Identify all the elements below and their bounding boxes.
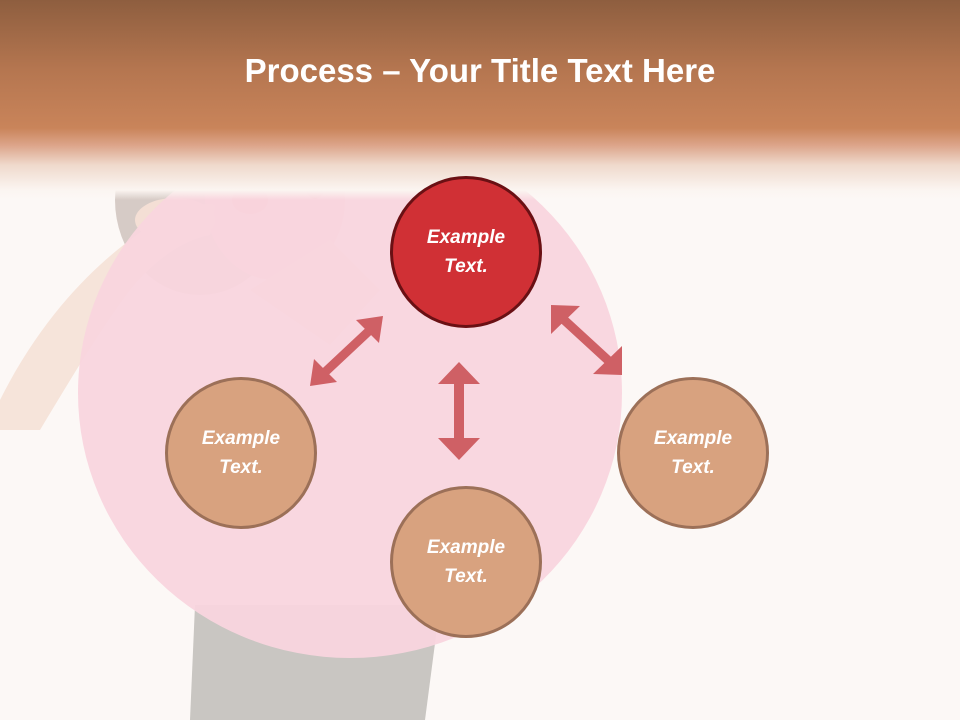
node-bottom-line2: Text.: [444, 566, 488, 587]
node-left-line1: Example: [201, 428, 281, 449]
node-right-line2: Text.: [671, 457, 715, 478]
node-right[interactable]: Example Text.: [617, 377, 769, 529]
title-bold: Process: [244, 52, 374, 89]
background-circle: [78, 128, 622, 658]
node-right-line1: Example: [653, 428, 733, 449]
node-bottom[interactable]: Example Text.: [390, 486, 542, 638]
header-band: [0, 0, 960, 200]
node-left-line2: Text.: [219, 457, 263, 478]
slide-title: Process – Your Title Text Here: [0, 52, 960, 90]
title-rest: – Your Title Text Here: [373, 52, 716, 89]
node-top-line2: Text.: [444, 256, 488, 277]
node-left[interactable]: Example Text.: [165, 377, 317, 529]
node-bottom-line1: Example: [426, 537, 506, 558]
node-top[interactable]: Example Text.: [390, 176, 542, 328]
node-top-line1: Example: [426, 227, 506, 248]
